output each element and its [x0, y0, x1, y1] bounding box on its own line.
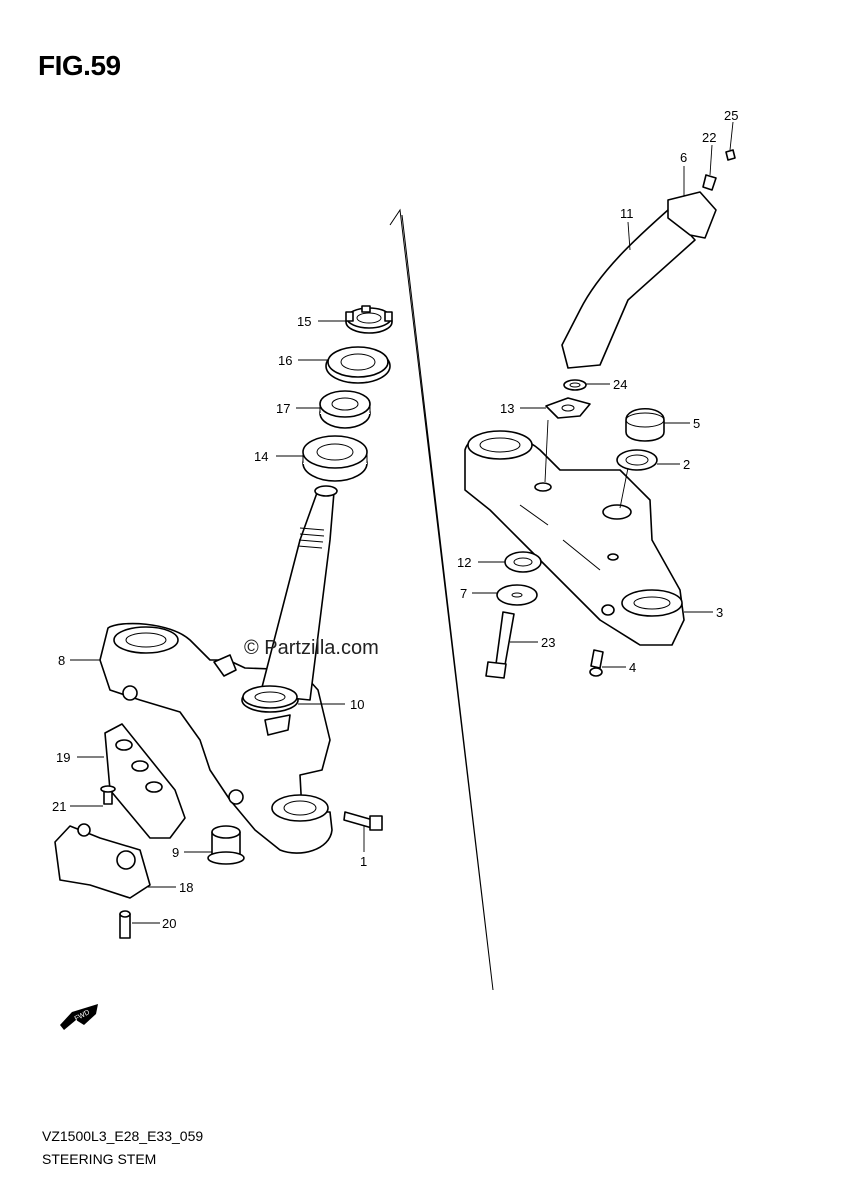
- callout-label: 2: [683, 457, 690, 472]
- callout-label: 18: [179, 880, 193, 895]
- callout-label: 5: [693, 416, 700, 431]
- callout-label: 24: [613, 377, 627, 392]
- part-25-washer[interactable]: [725, 149, 736, 161]
- callout-15: 15: [297, 314, 347, 329]
- part-4-bolt[interactable]: [589, 649, 604, 677]
- part-14-lower-bearing[interactable]: [302, 435, 368, 482]
- part-20-bolt[interactable]: [119, 910, 131, 939]
- callout-14: 14: [254, 449, 303, 464]
- callout-label: 16: [278, 353, 292, 368]
- section-name: STEERING STEM: [42, 1151, 157, 1167]
- callout-10: 10: [298, 697, 364, 712]
- callout-12: 12: [457, 555, 505, 570]
- callout-4: 4: [602, 660, 636, 675]
- callout-label: 11: [620, 206, 634, 221]
- part-23-long-bolt[interactable]: [485, 611, 515, 679]
- callout-label: 9: [172, 845, 179, 860]
- callout-22: 22: [702, 130, 716, 176]
- part-24-washer[interactable]: [563, 379, 587, 391]
- callout-3: 3: [684, 605, 723, 620]
- callout-20: 20: [132, 916, 176, 931]
- callout-label: 15: [297, 314, 311, 329]
- part-17-upper-bearing[interactable]: [319, 390, 371, 429]
- callout-7: 7: [460, 586, 497, 601]
- callout-24: 24: [586, 377, 627, 392]
- callout-label: 22: [702, 130, 716, 145]
- steering-stem-shaft[interactable]: [259, 485, 338, 701]
- callout-label: 19: [56, 750, 70, 765]
- callout-9: 9: [172, 845, 212, 860]
- callout-label: 1: [360, 854, 367, 869]
- callout-label: 10: [350, 697, 364, 712]
- callout-1: 1: [360, 826, 367, 869]
- callout-11: 11: [620, 206, 634, 251]
- callout-5: 5: [664, 416, 700, 431]
- assembly-outline: [389, 208, 494, 991]
- part-7-washer[interactable]: [496, 584, 538, 606]
- fwd-arrow-icon: FWD: [60, 1004, 98, 1030]
- part-11-holder-arm[interactable]: [561, 209, 696, 369]
- part-9-bushing[interactable]: [207, 825, 245, 865]
- callout-label: 4: [629, 660, 636, 675]
- callout-21: 21: [52, 799, 103, 814]
- part-10-stem-seal[interactable]: [242, 685, 298, 709]
- callout-label: 20: [162, 916, 176, 931]
- part-12-seal[interactable]: [504, 551, 542, 573]
- part-3-upper-bracket[interactable]: [464, 430, 685, 646]
- watermark-text: © Partzilla.com: [244, 637, 379, 659]
- part-22-screw[interactable]: [702, 174, 717, 191]
- callout-label: 3: [716, 605, 723, 620]
- callout-2: 2: [619, 457, 690, 509]
- callout-16: 16: [278, 353, 328, 368]
- callout-6: 6: [680, 150, 687, 196]
- part-13-plate[interactable]: [545, 397, 591, 419]
- callout-19: 19: [56, 750, 104, 765]
- callout-25: 25: [724, 108, 738, 151]
- callout-23: 23: [510, 635, 555, 650]
- part-5-cap[interactable]: [625, 408, 665, 442]
- callout-label: 13: [500, 401, 514, 416]
- callout-label: 12: [457, 555, 471, 570]
- callout-label: 8: [58, 653, 65, 668]
- part-2-ring[interactable]: [616, 449, 658, 471]
- callout-label: 7: [460, 586, 467, 601]
- part-16-dust-seal[interactable]: [325, 346, 391, 384]
- model-code: VZ1500L3_E28_E33_059: [42, 1128, 204, 1144]
- part-18-lock-bracket[interactable]: [54, 823, 151, 899]
- callout-label: 6: [680, 150, 687, 165]
- callout-label: 23: [541, 635, 555, 650]
- part-6-cap[interactable]: [667, 191, 717, 239]
- part-1-bolt[interactable]: [343, 811, 383, 831]
- callout-label: 25: [724, 108, 738, 123]
- figure-title: FIG.59: [38, 50, 121, 81]
- callout-8: 8: [58, 653, 100, 668]
- part-21-bolt[interactable]: [100, 785, 116, 805]
- callout-label: 14: [254, 449, 268, 464]
- callout-17: 17: [276, 401, 320, 416]
- callout-label: 17: [276, 401, 290, 416]
- callout-label: 21: [52, 799, 66, 814]
- part-15-stem-nut[interactable]: [345, 305, 393, 334]
- part-19-clamp-bracket[interactable]: [104, 723, 186, 839]
- callout-18: 18: [148, 880, 193, 895]
- callout-13: 13: [500, 401, 549, 483]
